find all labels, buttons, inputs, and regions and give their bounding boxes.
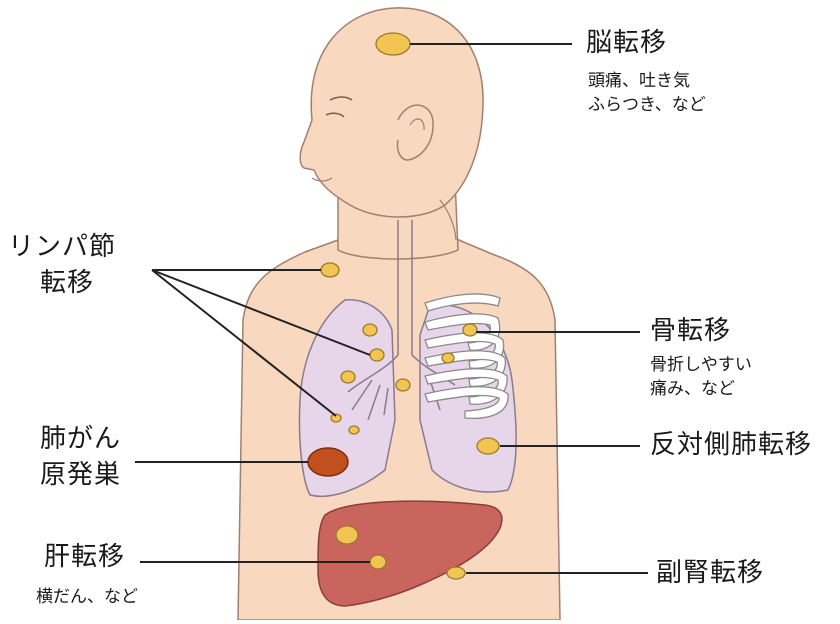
lymph-node-tumor-neck [321, 263, 339, 277]
bone-symptoms-line-1: 骨折しやすい [650, 354, 752, 377]
bone-tumor-1 [463, 324, 477, 336]
bone-tumor-2 [442, 353, 454, 363]
liver-symptoms: 横だん、など [36, 586, 138, 609]
contralateral-lung-metastasis-label: 反対側肺転移 [650, 430, 812, 462]
bone-symptoms-line-2: 痛み、など [650, 378, 735, 401]
liver-tumor-2 [370, 555, 386, 569]
primary-lesion-label-line-1: 肺がん [40, 424, 121, 456]
brain-tumor [376, 33, 410, 55]
lymph-node-tumor-4 [396, 379, 410, 391]
brain-symptoms-line-2: ふらつき、など [588, 94, 706, 117]
lymph-node-tumor-2 [370, 349, 384, 361]
adrenal-tumor [447, 567, 465, 579]
brain-symptoms-line-1: 頭痛、吐き気 [588, 70, 690, 93]
primary-lesion-label-line-2: 原発巣 [40, 460, 121, 492]
bone-metastasis-label: 骨転移 [650, 316, 731, 348]
contralateral-lung-tumor [477, 438, 499, 454]
lymph-node-tumor-6 [349, 426, 359, 434]
lymph-node-tumor-3 [341, 371, 355, 383]
brain-metastasis-label: 脳転移 [586, 28, 667, 60]
lymph-node-label-line-1: リンパ節 [8, 232, 116, 264]
primary-lung-tumor [308, 448, 348, 476]
liver-metastasis-label: 肝転移 [44, 542, 125, 574]
liver-tumor-1 [336, 526, 358, 544]
lymph-node-label-line-2: 転移 [40, 268, 94, 300]
lymph-node-tumor-1 [363, 324, 377, 336]
adrenal-metastasis-label: 副腎転移 [656, 558, 764, 590]
